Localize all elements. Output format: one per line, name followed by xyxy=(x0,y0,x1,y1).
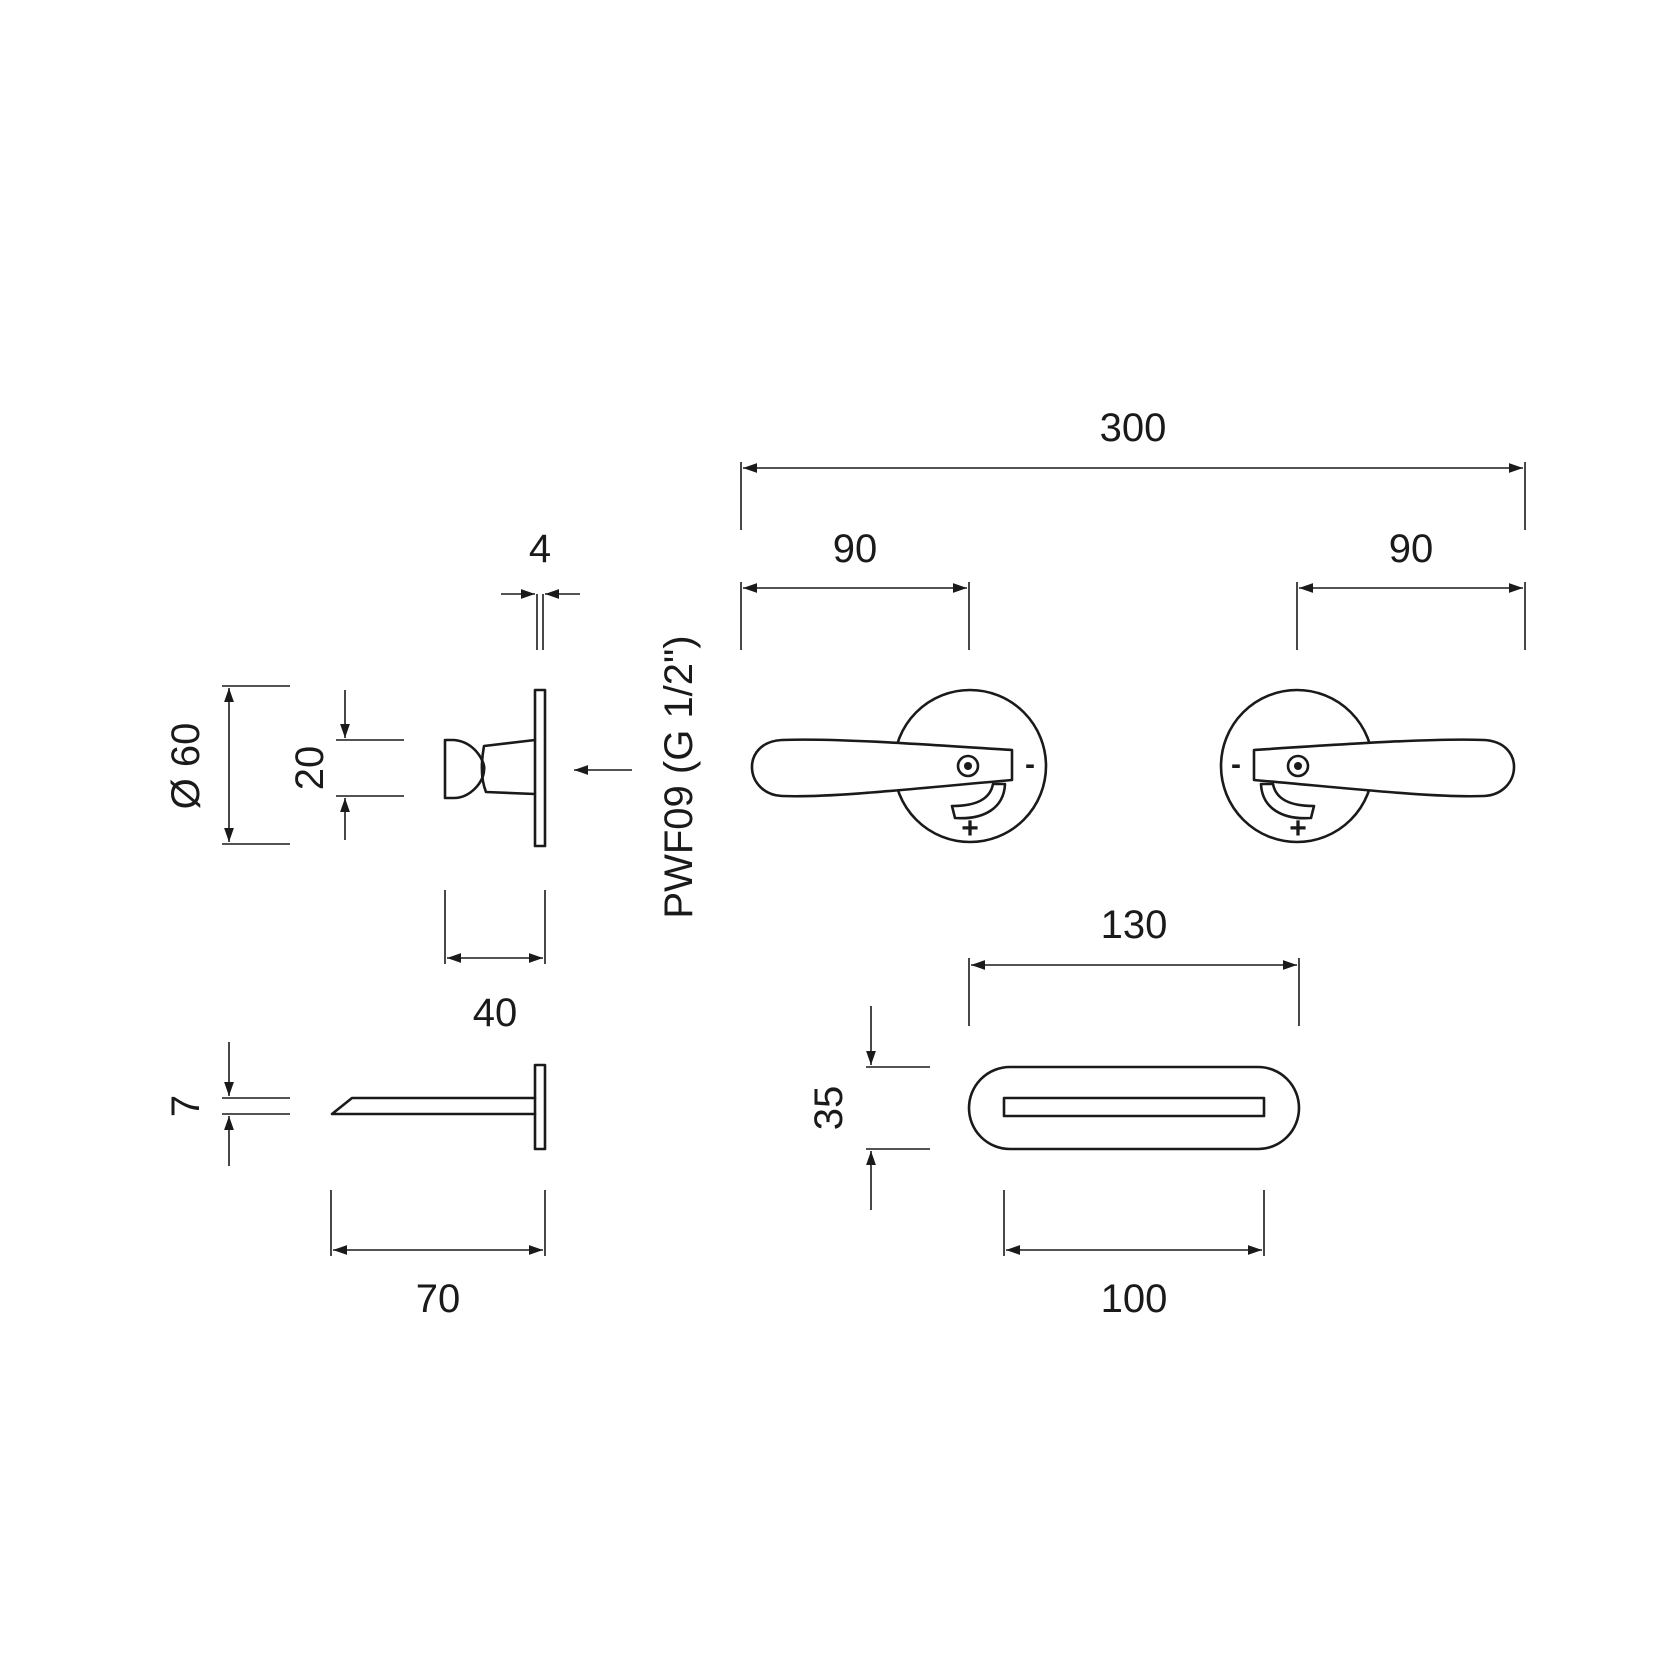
right-handle-screw xyxy=(1286,754,1310,778)
left-handle-temperature-slot xyxy=(950,782,1007,820)
spout-projection-label: 70 xyxy=(416,1277,461,1321)
dimension-spout-projection: 70 xyxy=(330,1190,546,1321)
dimension-flange-diameter: Ø 60 xyxy=(164,685,290,845)
spout-side-body xyxy=(330,1096,537,1116)
spout-thickness-label: 7 xyxy=(164,1095,208,1117)
spout-side-flange xyxy=(533,1063,547,1151)
dimension-handle-depth: 40 xyxy=(444,890,546,1035)
right-handle-temperature-slot xyxy=(1259,782,1316,820)
spout-outlet-width-label: 100 xyxy=(1101,1277,1168,1321)
dimension-overall-width: 300 xyxy=(740,406,1526,530)
side-view-stem xyxy=(480,738,537,796)
dimension-spout-plate-height: 35 xyxy=(807,1006,930,1210)
right-mixer-handle: - + xyxy=(1219,688,1516,845)
left-handle-minus-symbol: - xyxy=(1025,748,1035,781)
flange-thickness-label: 4 xyxy=(529,527,551,571)
body-callout: PWF09 (G 1/2") xyxy=(574,635,701,919)
handle-depth-label: 40 xyxy=(473,991,518,1035)
spout-plate-height-label: 35 xyxy=(807,1086,851,1131)
dimension-left-handle-span: 90 xyxy=(740,527,970,650)
overall-width-label: 300 xyxy=(1100,406,1167,450)
left-span-label: 90 xyxy=(833,527,878,571)
callout-code-label: PWF09 (G 1/2") xyxy=(657,635,701,918)
dimension-spout-thickness: 7 xyxy=(164,1042,290,1166)
flange-diameter-label: Ø 60 xyxy=(164,723,208,810)
right-span-label: 90 xyxy=(1389,527,1434,571)
spout-front-view xyxy=(967,1065,1301,1151)
left-handle-lever xyxy=(750,738,1014,798)
spout-front-outlet xyxy=(1002,1096,1266,1118)
left-handle-plus-symbol: + xyxy=(961,812,979,845)
spout-plate-width-label: 130 xyxy=(1101,903,1168,947)
spout-side-view xyxy=(330,1063,547,1151)
handle-side-view xyxy=(443,688,547,848)
right-handle-minus-symbol: - xyxy=(1231,748,1241,781)
left-mixer-handle: - + xyxy=(750,688,1048,845)
spout-front-plate xyxy=(967,1065,1301,1151)
dimension-cap-height: 20 xyxy=(288,690,404,840)
dimension-spout-outlet-width: 100 xyxy=(1003,1190,1265,1321)
cap-height-label: 20 xyxy=(288,746,332,791)
side-view-cap xyxy=(443,738,486,800)
right-handle-plus-symbol: + xyxy=(1289,812,1307,845)
side-view-flange xyxy=(533,688,547,848)
left-handle-screw xyxy=(956,754,980,778)
right-handle-lever xyxy=(1252,738,1516,798)
dimension-right-handle-span: 90 xyxy=(1296,527,1526,650)
dimension-spout-plate-width: 130 xyxy=(968,903,1300,1026)
dimension-flange-thickness: 4 xyxy=(501,527,580,650)
